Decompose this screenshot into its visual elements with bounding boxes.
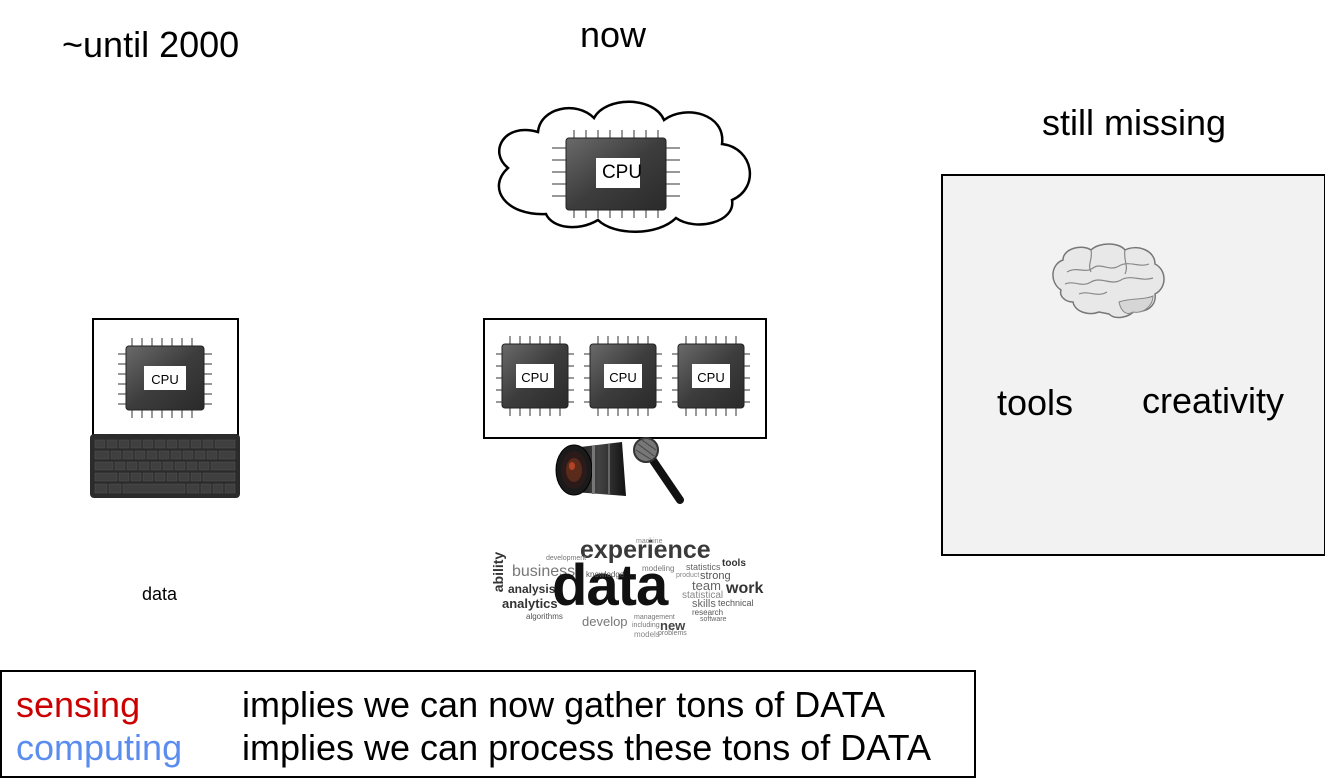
legend-term-computing: computing bbox=[16, 727, 183, 768]
cpu-chip-icon bbox=[118, 338, 212, 418]
word-analysis: analysis bbox=[508, 582, 556, 596]
multi-cpu-chips bbox=[496, 335, 751, 417]
laptop-screen: CPU bbox=[92, 318, 239, 436]
word-ability: ability bbox=[490, 551, 507, 593]
brain-icon bbox=[1052, 243, 1165, 319]
word-product: product bbox=[676, 572, 700, 579]
legend-description-computing: implies we can process these tons of DAT… bbox=[242, 727, 931, 768]
word-models: models bbox=[634, 630, 660, 639]
data-label: data bbox=[142, 584, 178, 604]
word-modeling: modeling bbox=[642, 564, 675, 573]
cpu-label-3: CPU bbox=[697, 370, 725, 385]
still-missing-box: tools creativity bbox=[941, 174, 1325, 556]
word-cloud: experience business ability analysis ana… bbox=[486, 520, 776, 656]
keyboard-icon bbox=[90, 434, 240, 498]
word-team: team bbox=[692, 578, 721, 593]
heading-now: now bbox=[580, 14, 647, 55]
word-research: research bbox=[692, 608, 724, 617]
word-skills: skills bbox=[692, 598, 716, 610]
word-knowledge: knowledge bbox=[586, 570, 625, 579]
word-tools: tools bbox=[722, 558, 746, 569]
heading-still-missing: still missing bbox=[1042, 102, 1227, 143]
word-problems: problems bbox=[658, 630, 687, 637]
item-creativity: creativity bbox=[1142, 380, 1285, 421]
word-analytics: analytics bbox=[502, 596, 558, 611]
legend-box: sensing implies we can now gather tons o… bbox=[0, 670, 976, 778]
word-management: management bbox=[634, 614, 675, 621]
cloud-cpu-chip-icon bbox=[552, 130, 680, 218]
word-statistics: statistics bbox=[686, 562, 721, 572]
word-develop: develop bbox=[582, 614, 628, 629]
word-software: software bbox=[700, 616, 727, 623]
word-machine: machine bbox=[636, 538, 663, 545]
item-tools: tools bbox=[997, 382, 1074, 423]
cpu-label: CPU bbox=[151, 372, 179, 387]
cpu-label-2: CPU bbox=[609, 370, 637, 385]
word-work: work bbox=[726, 580, 764, 597]
word-new: new bbox=[660, 618, 686, 633]
word-business: business bbox=[512, 563, 576, 580]
heading-until-2000: ~until 2000 bbox=[62, 24, 240, 65]
legend-term-sensing: sensing bbox=[16, 684, 141, 725]
word-experience: experience bbox=[580, 536, 711, 564]
word-including: including bbox=[632, 622, 660, 629]
word-statistical: statistical bbox=[682, 590, 724, 601]
word-data: data bbox=[552, 553, 668, 618]
word-strong: strong bbox=[700, 570, 731, 582]
cloud-cpu-label: CPU bbox=[601, 162, 643, 183]
camera-lens-icon bbox=[555, 442, 626, 496]
cpu-label-1: CPU bbox=[521, 370, 549, 385]
word-technical: technical bbox=[718, 598, 754, 608]
microphone-icon bbox=[633, 437, 684, 504]
legend-description-sensing: implies we can now gather tons of DATA bbox=[242, 684, 885, 725]
word-algorithms: algorithms bbox=[526, 612, 563, 621]
word-development: development bbox=[546, 555, 587, 562]
